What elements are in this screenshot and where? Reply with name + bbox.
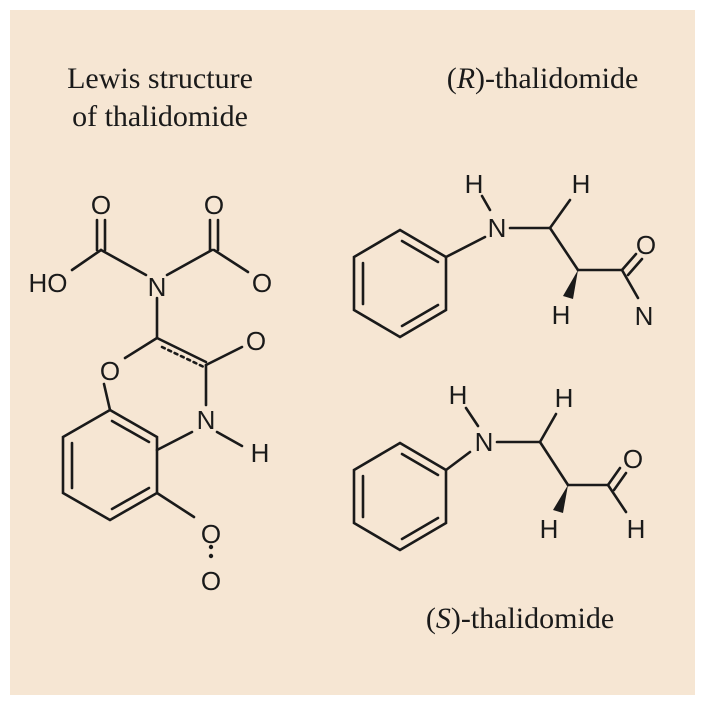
s-thalidomide-structure <box>352 406 628 552</box>
atom-n: N <box>475 427 494 457</box>
bond <box>548 198 572 230</box>
lewis-structure-title: Lewis structure of thalidomide <box>30 60 290 136</box>
bond <box>620 252 638 272</box>
atom-h: H <box>449 380 468 410</box>
bond <box>538 412 558 444</box>
stereo-wedge <box>563 270 578 299</box>
s-title-letter: S <box>435 602 451 635</box>
bond <box>444 450 472 472</box>
lewis-lone-pairs <box>208 544 214 559</box>
benzene-ring <box>352 228 448 339</box>
atom-h: H <box>540 514 559 544</box>
benzene-ring <box>61 408 159 522</box>
bond <box>160 345 208 370</box>
atom-o: O <box>201 566 221 596</box>
bond <box>212 248 250 274</box>
bond <box>99 248 148 277</box>
r-title-letter: R <box>456 62 476 95</box>
atom-n-amide: N <box>197 405 216 435</box>
r-title-prefix: ( <box>446 62 457 95</box>
bond <box>548 226 580 272</box>
s-thalidomide-title: (S)-thalidomide <box>380 600 660 638</box>
r-thalidomide-title: (R)-thalidomide <box>410 60 675 98</box>
bond <box>480 194 492 212</box>
r-thalidomide-structure <box>352 194 644 339</box>
bond <box>400 303 440 328</box>
atom-ho: HO <box>29 268 68 298</box>
bond <box>110 419 151 444</box>
atom-o-ring: O <box>100 356 120 386</box>
atom-n: N <box>148 272 167 302</box>
bond <box>400 452 440 477</box>
bond <box>123 336 159 360</box>
lone-pair-dot <box>208 553 214 559</box>
s-title-suffix: )-thalidomide <box>450 602 615 635</box>
atom-o: O <box>623 444 643 474</box>
r-title-suffix: )-thalidomide <box>475 62 639 95</box>
bond <box>606 483 628 514</box>
atom-o: O <box>201 519 221 549</box>
bond <box>444 235 487 259</box>
bond <box>204 345 244 367</box>
bond <box>538 440 570 487</box>
lewis-structure <box>61 218 250 522</box>
bond <box>464 406 480 428</box>
lewis-atoms: O O HO N O O O N H O O <box>29 190 273 596</box>
bond <box>70 248 103 272</box>
r-atoms: H N H H O N <box>465 169 657 331</box>
bond <box>110 486 151 511</box>
atom-o-keto: O <box>246 326 266 356</box>
diagram-panel <box>10 10 695 695</box>
bond <box>155 491 196 519</box>
bond <box>155 336 208 364</box>
bond <box>620 268 640 300</box>
bond <box>612 471 628 492</box>
s-title-prefix: ( <box>425 602 436 635</box>
bond <box>626 257 644 277</box>
bond <box>155 430 194 452</box>
atom-h: H <box>555 383 574 413</box>
atom-o: O <box>252 268 272 298</box>
bond <box>606 466 622 487</box>
benzene-ring <box>352 441 448 552</box>
atom-o: O <box>204 190 224 220</box>
bond <box>215 430 244 448</box>
atom-n: N <box>635 301 654 331</box>
atom-n: N <box>488 213 507 243</box>
bond <box>400 516 440 541</box>
atom-o: O <box>636 230 656 260</box>
atom-h: H <box>251 438 270 468</box>
atom-h: H <box>627 514 646 544</box>
s-atoms: H N H H O H <box>449 380 646 544</box>
atom-h: H <box>465 169 484 199</box>
bond <box>102 382 112 412</box>
bond <box>165 248 214 277</box>
lewis-title-line1: Lewis structure <box>67 62 253 95</box>
bond <box>400 239 440 264</box>
atom-o: O <box>91 190 111 220</box>
lewis-title-line2: of thalidomide <box>72 100 248 133</box>
atom-h: H <box>552 300 571 330</box>
lone-pair-dot <box>208 544 214 550</box>
stereo-wedge <box>553 485 568 513</box>
atom-h: H <box>572 169 591 199</box>
